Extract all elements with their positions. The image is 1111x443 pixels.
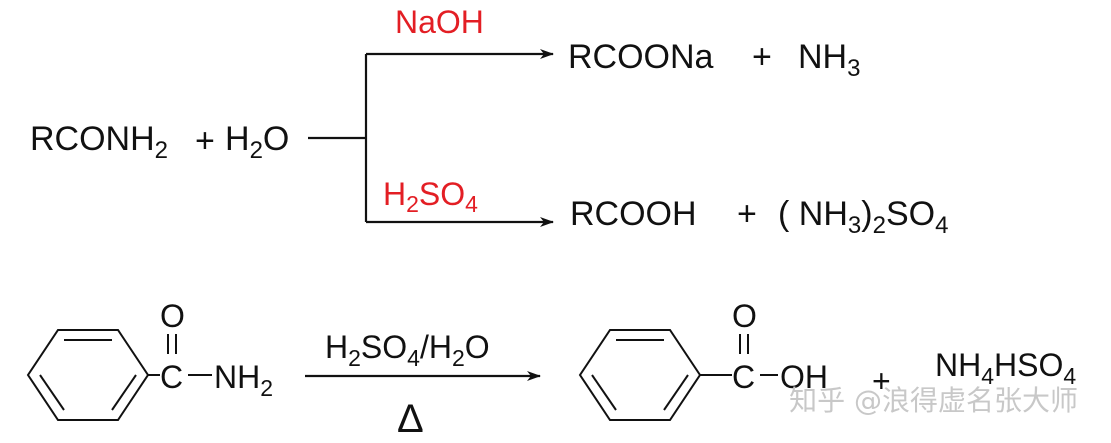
acid-products: RCOOH + ( NH3)2SO4	[570, 195, 948, 239]
reaction2-plus-sign: +	[872, 363, 891, 399]
reaction1-reactants: RCONH2 + H2O	[30, 120, 289, 164]
rconh-label: RCONH2	[30, 120, 168, 164]
acid-carbon: C	[732, 359, 755, 395]
benzene-ring-left	[26, 329, 150, 421]
h2so4-reagent: H2SO4	[383, 176, 478, 217]
benzene-ring-right	[578, 329, 702, 421]
plus-sign: +	[195, 122, 215, 160]
amide-oxygen: O	[160, 298, 185, 334]
acid-oxygen: O	[732, 298, 757, 334]
amide-nh2: NH2	[214, 359, 273, 401]
branch-connector	[308, 49, 554, 227]
heat-symbol: Δ	[397, 397, 424, 441]
acid-plus-sign: +	[737, 195, 757, 233]
benzoic-acid-structure: C O OH	[578, 298, 828, 421]
ammonium-bisulfate-product: NH4HSO4	[935, 347, 1076, 389]
naoh-reagent: NaOH	[395, 4, 484, 40]
hydroxyl-group: OH	[780, 359, 828, 395]
ammonium-sulfate-product: ( NH3)2SO4	[778, 195, 948, 239]
acid-water-conditions: H2SO4/H2O	[325, 329, 490, 371]
base-products: RCOONa + NH3	[568, 38, 860, 82]
benzamide-structure: C O NH2	[26, 298, 273, 421]
rcoona-product: RCOONa	[568, 38, 714, 76]
nh3-product: NH3	[798, 38, 860, 82]
rcooh-product: RCOOH	[570, 195, 697, 233]
amide-carbon: C	[160, 359, 183, 395]
water-label: H2O	[225, 120, 289, 164]
base-plus-sign: +	[752, 38, 772, 76]
zhihu-watermark: 知乎 @浪得虚名张大师	[789, 384, 1078, 417]
